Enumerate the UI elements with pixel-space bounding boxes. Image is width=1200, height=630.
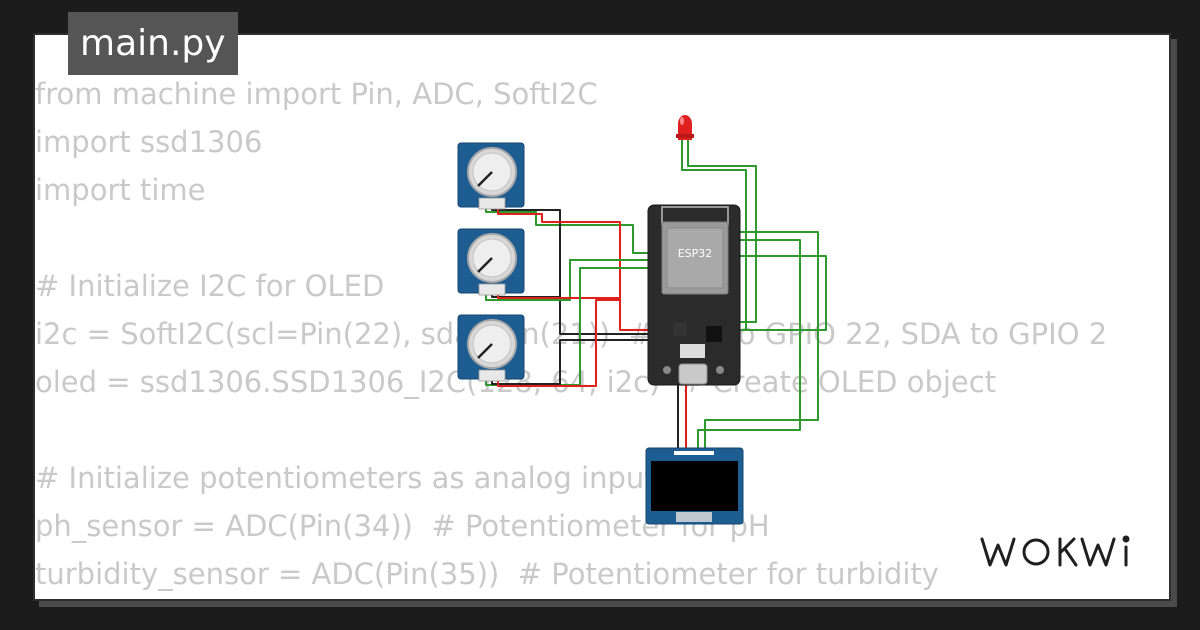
code-line: import ssd1306 <box>35 125 263 159</box>
potentiometer[interactable] <box>457 142 525 210</box>
oled-display[interactable] <box>645 447 744 525</box>
led-red[interactable] <box>676 115 694 140</box>
wire-green <box>738 255 827 331</box>
code-line: # Initialize I2C for OLED <box>35 269 385 303</box>
wire-black <box>491 339 650 385</box>
wire-green <box>687 138 757 323</box>
code-line: from machine import Pin, ADC, SoftI2C <box>35 77 598 111</box>
wire-red <box>497 299 620 387</box>
file-tab[interactable]: main.py <box>68 12 238 75</box>
wire-green <box>485 207 650 254</box>
potentiometer[interactable] <box>457 314 525 382</box>
wire-green <box>485 259 650 301</box>
code-line: turbidity_sensor = ADC(Pin(35)) # Potent… <box>35 557 939 591</box>
potentiometer[interactable] <box>457 228 525 296</box>
code-line: ph_sensor = ADC(Pin(34)) # Potentiometer… <box>35 509 770 543</box>
wire-green <box>697 239 801 452</box>
wokwi-logo <box>980 535 1130 567</box>
esp32-chip-label: ESP32 <box>678 247 713 260</box>
wire-red <box>497 207 650 331</box>
preview-card <box>33 33 1171 601</box>
esp32-board[interactable]: ESP32 <box>647 204 741 386</box>
code-line: import time <box>35 173 206 207</box>
